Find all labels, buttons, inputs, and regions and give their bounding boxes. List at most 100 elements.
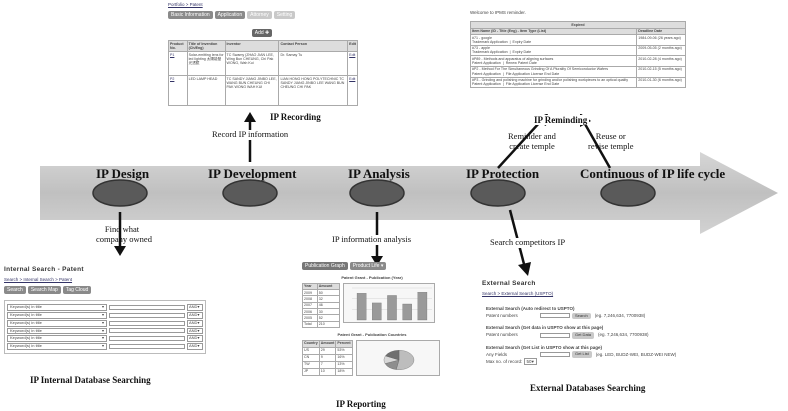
search-button[interactable]: Search <box>4 286 26 295</box>
lifecycle-arrow <box>40 152 778 234</box>
internal-search-panel: Internal Search - Patent Search > Intern… <box>4 266 206 374</box>
recording-breadcrumb[interactable]: Portfolio > Patent <box>168 2 203 7</box>
field-label: Patent numbers <box>486 313 518 319</box>
product-life-button[interactable]: Product Life ▾ <box>349 262 387 270</box>
operator-select[interactable]: AND▾ <box>187 335 203 343</box>
year-bar-chart <box>343 282 435 323</box>
note-analysis: IP information analysis <box>330 234 414 245</box>
field-label: Patent numbers <box>486 332 518 338</box>
submit-button[interactable]: Search <box>572 312 591 320</box>
note-search-competitors: Search competitors IP <box>488 237 568 248</box>
add-button[interactable]: Add ✚ <box>251 29 273 38</box>
field-select[interactable]: Keyword(s) in title▾ <box>7 327 107 335</box>
internal-search-title: Internal Search - Patent <box>4 266 84 273</box>
table-header: Product No. <box>168 40 188 52</box>
bar <box>402 303 412 320</box>
table-row: #71 - google Trademark Application | Exp… <box>469 34 686 46</box>
query-input[interactable] <box>540 332 570 338</box>
search-criteria-row: Keyword(s) in title▾ AND▾ <box>7 327 203 335</box>
operator-select[interactable]: AND▾ <box>187 343 203 350</box>
search-criteria-row: Keyword(s) in title▾ AND▾ <box>7 304 203 311</box>
search-map-button[interactable]: Search Map <box>27 286 61 295</box>
search-criteria-row: Keyword(s) in title▾ AND▾ <box>7 311 203 319</box>
field-select[interactable]: Keyword(s) in title▾ <box>7 319 107 327</box>
external-search-block: External Search (Get data in USPTO show … <box>486 325 718 339</box>
keyword-input[interactable] <box>109 320 185 326</box>
table-row: #P2 - Method For The Simultaneous Grindi… <box>469 65 686 78</box>
submit-button[interactable]: Get Data <box>572 331 595 339</box>
plus-icon: ✚ <box>265 30 270 37</box>
bar <box>387 295 397 320</box>
caption-external: External Databases Searching <box>530 383 646 393</box>
query-input[interactable] <box>540 313 570 319</box>
note-record: Record IP information <box>210 129 291 140</box>
keyword-input[interactable] <box>109 336 185 342</box>
field-select[interactable]: Keyword(s) in title▾ <box>7 311 107 319</box>
note-reminder: Reminder and create temple <box>508 131 556 151</box>
field-select[interactable]: Keyword(s) in title▾ <box>7 304 107 311</box>
field-hint: (eg. 7,246,634, 7700938) <box>598 332 649 338</box>
publication-graph-button[interactable]: Publication Graph <box>302 262 348 270</box>
bar <box>417 291 428 320</box>
operator-select[interactable]: AND▾ <box>187 304 203 311</box>
table-header: Edit <box>347 40 358 52</box>
caption-recording: IP Recording <box>270 112 321 122</box>
pie-slice <box>384 349 399 360</box>
external-breadcrumb[interactable]: Search > External Search (USPTO) <box>482 290 554 296</box>
application-button[interactable]: Application <box>214 11 246 20</box>
field-hint: (eg. LED, BUDZ-WEI, BUDZ-WEI NEW) <box>595 351 677 357</box>
search-criteria-row: Keyword(s) in title▾ AND▾ <box>7 335 203 343</box>
chart1-title: Patent Grant - Publication (Year) <box>341 275 403 280</box>
block-title: External Search (Get data in USPTO show … <box>486 325 604 331</box>
table-header: Contact Person <box>278 40 349 52</box>
reminding-panel: Welcome to IPMS reminder. Expired Item N… <box>469 10 686 114</box>
operator-select[interactable]: AND▾ <box>187 311 203 319</box>
max-records-select[interactable]: 50▾ <box>523 357 537 365</box>
keyword-input[interactable] <box>109 344 185 350</box>
setting-button[interactable]: Setting <box>273 11 296 20</box>
pie-slice <box>395 349 414 370</box>
attorney-button[interactable]: Attorney <box>247 11 272 20</box>
country-pie-chart <box>355 339 440 376</box>
block-title: External Search (Auto redirect to USPTO) <box>486 306 575 312</box>
table-row: #P89 - Methods and apparatus of aligning… <box>469 55 686 67</box>
query-input[interactable] <box>540 351 570 357</box>
reminder-table: Expired Item Name (ID - Title (Eng) - It… <box>469 21 686 89</box>
stage-label-continuous: Continuous of IP life cycle <box>580 166 726 181</box>
submit-button[interactable]: Get List <box>572 350 592 358</box>
caption-reporting: IP Reporting <box>336 399 386 409</box>
stage-label-design: IP Design <box>96 166 150 181</box>
basic-information-button[interactable]: Basic Information <box>168 11 213 20</box>
table-row: #73 - apple Trademark Application | Expi… <box>469 44 686 57</box>
note-reuse: Reuse or revise temple <box>588 131 634 151</box>
stage-label-analysis: IP Analysis <box>348 166 410 181</box>
table-header: Title of Invention (Ch/Eng) <box>186 40 226 52</box>
tag-cloud-button[interactable]: Tag Cloud <box>62 286 92 295</box>
operator-select[interactable]: AND▾ <box>187 319 203 327</box>
keyword-input[interactable] <box>109 328 185 334</box>
table-row: #P3 - Grinding and polishing machine for… <box>469 76 686 89</box>
field-select[interactable]: Keyword(s) in title▾ <box>7 335 107 343</box>
block-title: External Search (Get List in USPTO show … <box>486 344 602 350</box>
chevron-down-icon: ▾ <box>101 335 104 341</box>
chevron-down-icon: ▾ <box>101 319 104 325</box>
chevron-down-icon: ▾ <box>101 327 104 333</box>
chevron-down-icon: ▾ <box>101 343 104 349</box>
field-select[interactable]: Keyword(s) in title▾ <box>7 343 107 350</box>
keyword-input[interactable] <box>109 312 185 318</box>
keyword-input[interactable] <box>109 305 185 311</box>
stage-label-protection: IP Protection <box>466 166 540 181</box>
table-header: Inventor <box>224 40 280 52</box>
chart2-title: Patent Grant - Publication Countries <box>337 331 407 337</box>
internal-breadcrumb[interactable]: Search > Internal Search > Patent <box>4 276 73 282</box>
operator-select[interactable]: AND▾ <box>187 327 203 335</box>
